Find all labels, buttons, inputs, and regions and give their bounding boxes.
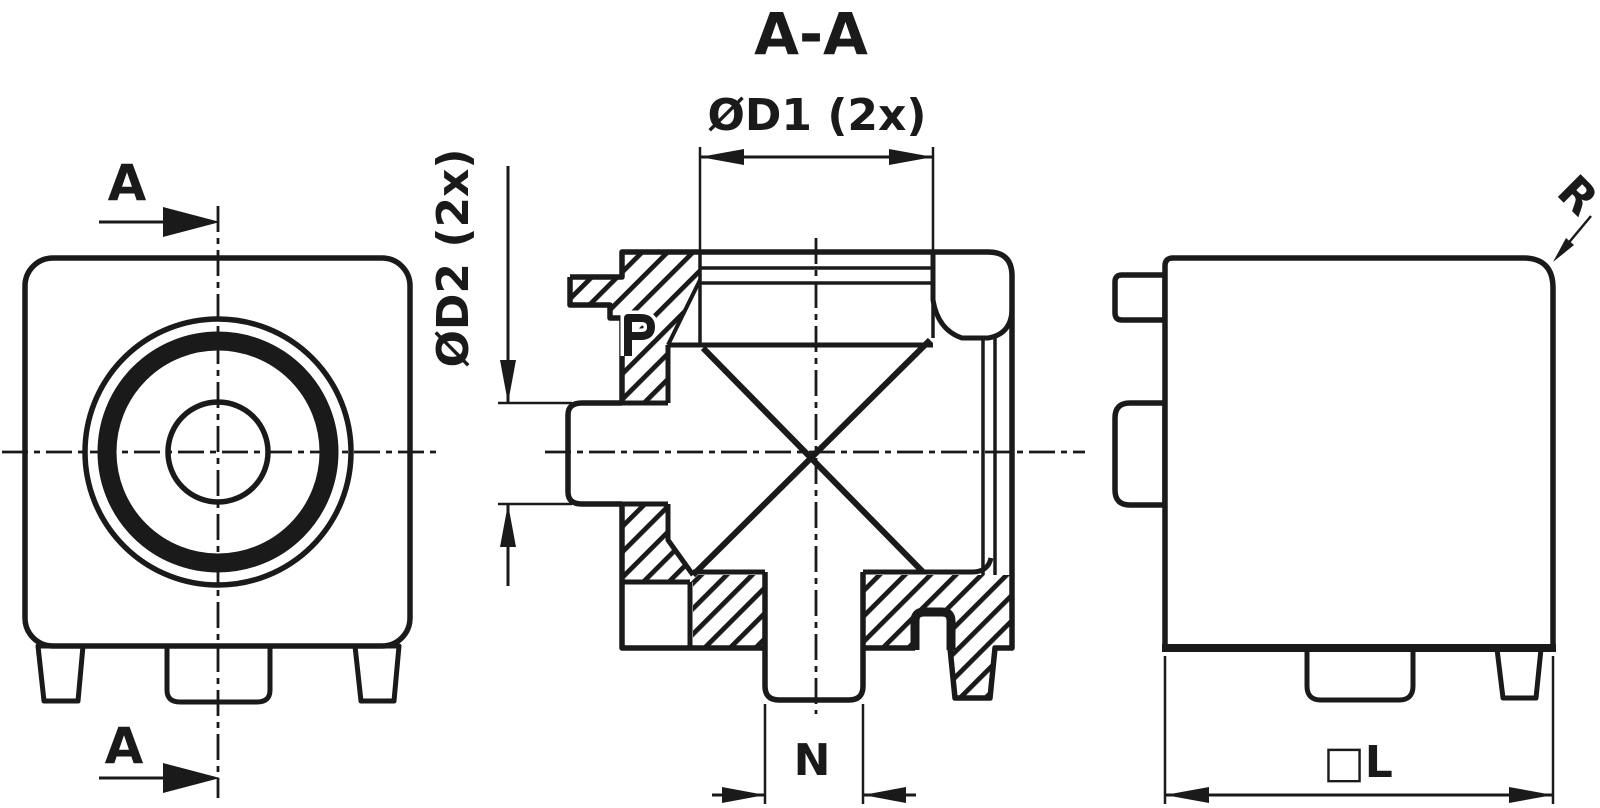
- d2-arrow-top: [500, 360, 516, 403]
- section-side-port-tab: [565, 400, 622, 507]
- dimension-n: N: [712, 704, 916, 804]
- d2-extension-lines: [498, 401, 572, 506]
- side-foot-center: [1304, 646, 1416, 703]
- l-arrow-left: [1165, 787, 1209, 803]
- section-outline-bottom-left: [619, 504, 765, 651]
- section-letter-bottom: A: [105, 717, 144, 775]
- d1-extension-lines: [698, 147, 935, 252]
- front-foot-right: [352, 643, 402, 704]
- section-arrow-bottom: A: [99, 717, 220, 793]
- front-view: A A: [2, 154, 438, 798]
- section-arrow-bottom-head: [163, 763, 220, 793]
- front-foot-center: [164, 643, 273, 705]
- dimension-l: □L: [1163, 656, 1555, 804]
- bottom-notch: [910, 607, 956, 650]
- r-leader-line: [1565, 215, 1592, 247]
- d1-label: ØD1 (2x): [707, 90, 926, 141]
- section-arrow-top-head: [163, 207, 220, 237]
- dimension-d2: ØD2 (2x): [428, 148, 572, 586]
- side-tab-upper: [1112, 272, 1168, 323]
- radius-leader: R: [1547, 166, 1600, 262]
- d2-label: ØD2 (2x): [428, 148, 479, 367]
- hatch-left-lower-wall: [622, 504, 693, 582]
- d1-arrow-left: [700, 149, 744, 165]
- side-foot-right: [1494, 646, 1544, 701]
- section-view: ØD1 (2x) ØD2 (2x) N: [428, 90, 1085, 804]
- bottom-left-pocket-lines: [622, 579, 693, 648]
- l-extension-lines: [1163, 656, 1555, 804]
- hatch-bottom-left: [693, 575, 765, 648]
- section-title: A-A: [754, 0, 868, 68]
- l-label: □L: [1323, 737, 1393, 788]
- d1-arrow-right: [889, 149, 933, 165]
- r-label: R: [1547, 166, 1600, 226]
- n-arrow-left: [722, 787, 765, 803]
- bore-chamfer-top-left: [666, 279, 702, 346]
- n-label: N: [794, 735, 831, 786]
- side-body: [1162, 255, 1556, 651]
- dimension-d1: ØD1 (2x): [698, 90, 935, 252]
- section-foot-center: [762, 572, 866, 703]
- section-letter-top: A: [108, 154, 147, 212]
- l-arrow-right: [1509, 787, 1553, 803]
- side-view: □L R: [1112, 166, 1600, 804]
- d2-arrow-bottom: [500, 504, 516, 547]
- hatch-foot-right: [950, 648, 995, 698]
- bore-left-edge-lower: [665, 504, 696, 577]
- front-foot-left: [35, 643, 86, 704]
- r-leader-arrow: [1553, 238, 1574, 262]
- n-arrow-right: [863, 787, 906, 803]
- section-arrow-top: A: [99, 154, 220, 237]
- n-extension-lines: [763, 704, 865, 804]
- section-outline-main: [570, 249, 1015, 701]
- right-wall-channel-lines: [981, 338, 997, 575]
- bore-diagonal-2: [690, 337, 933, 578]
- side-tab-lower: [1112, 400, 1168, 508]
- seal-clip: [624, 314, 655, 356]
